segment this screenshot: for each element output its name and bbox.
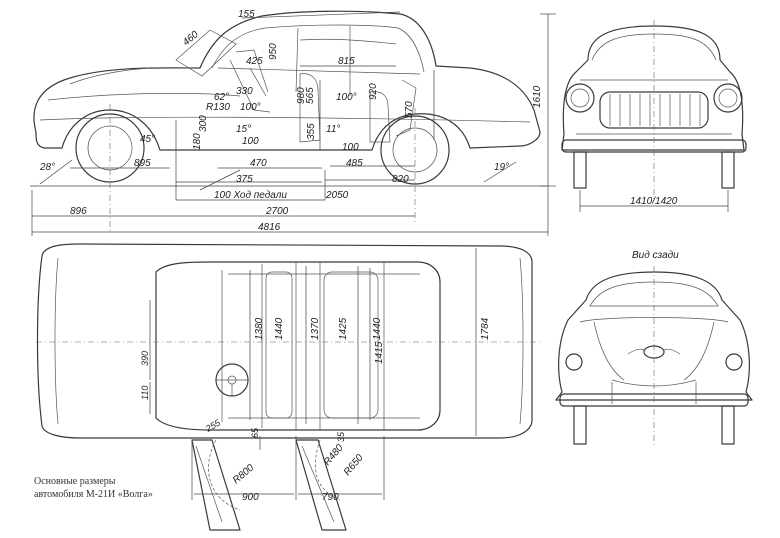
dim-425: 425 (246, 56, 263, 67)
side-view (30, 10, 556, 236)
top-body-outline (36, 243, 533, 439)
dim-r480: R480 (322, 442, 346, 468)
front-view (561, 20, 747, 212)
dim-r130: R130 (206, 102, 230, 113)
dim-950: 950 (268, 43, 279, 60)
dim-900: 900 (242, 492, 259, 503)
dim-1415: 1415 (374, 341, 385, 364)
dim-1610: 1610 (532, 85, 543, 108)
dim-r650: R650 (342, 452, 366, 478)
dim-15: 15° (236, 124, 251, 135)
dim-460: 460 (181, 29, 201, 48)
dim-375: 375 (236, 174, 253, 185)
dim-28: 28° (39, 162, 55, 173)
dim-1370: 1370 (310, 317, 321, 340)
dim-255: 255 (203, 417, 223, 434)
dim-65: 65 (250, 427, 260, 438)
dim-980: 980 (296, 87, 307, 104)
dim-180: 180 (192, 133, 203, 150)
pedal-travel-label: 100 Ход педали (214, 190, 287, 201)
dim-330: 330 (236, 86, 253, 97)
dim-790: 790 (322, 492, 339, 503)
top-cabin-outline (155, 261, 441, 431)
side-window-frame (211, 24, 425, 73)
front-left-headlight (565, 83, 595, 113)
rear-wheel (380, 115, 450, 185)
dim-19: 19° (494, 162, 509, 173)
rear-view (555, 266, 753, 448)
dim-895: 895 (134, 158, 151, 169)
dim-896: 896 (70, 206, 87, 217)
rear-view-label: Вид сзади (632, 250, 679, 261)
dim-820: 820 (392, 174, 409, 185)
caption-line-2: автомобиля М-21И «Волга» (34, 489, 153, 500)
dim-35: 35 (336, 431, 346, 442)
dim-1380: 1380 (254, 317, 265, 340)
top-view (36, 243, 540, 531)
dim-570: 570 (404, 101, 415, 118)
caption-line-1: Основные размеры (34, 476, 116, 487)
dim-4816: 4816 (258, 222, 281, 233)
dim-r800: R800 (231, 462, 257, 486)
dim-300: 300 (198, 115, 209, 132)
dim-45: 45° (140, 134, 155, 145)
rear-door-open (295, 439, 347, 531)
dim-track: 1410/1420 (630, 196, 678, 207)
dim-815: 815 (338, 56, 355, 67)
dim-110: 110 (140, 386, 150, 400)
dim-100deg-a: 100° (336, 92, 357, 103)
dim-100b: 100 (342, 142, 359, 153)
dim-565: 565 (305, 87, 316, 104)
dim-390: 390 (140, 351, 150, 366)
dim-1784: 1784 (480, 317, 491, 340)
dim-470: 470 (250, 158, 267, 169)
dim-100deg-b: 100° (240, 102, 261, 113)
rear-body-outline (555, 271, 753, 401)
dim-1425: 1425 (338, 317, 349, 340)
front-body-outline (561, 25, 745, 151)
side-body-outline (33, 10, 541, 151)
dim-1440a: 1440 (274, 317, 285, 340)
dim-1440b: 1440 (372, 317, 383, 340)
dim-155: 155 (238, 9, 255, 20)
dim-100: 100 (242, 136, 259, 147)
front-right-headlight (713, 83, 743, 113)
dim-11: 11° (326, 124, 340, 135)
dim-62: 62° (214, 92, 229, 103)
dim-2050: 2050 (325, 190, 349, 201)
dim-920: 920 (368, 83, 379, 100)
dim-2700: 2700 (265, 206, 289, 217)
front-door-open (191, 439, 241, 531)
dim-355: 355 (306, 123, 317, 140)
dim-485: 485 (346, 158, 363, 169)
